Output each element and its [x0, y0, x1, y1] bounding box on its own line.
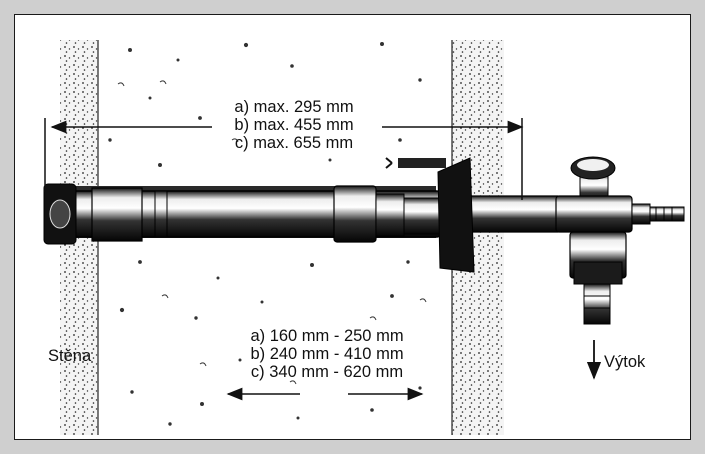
wall-label: Stěna: [48, 347, 92, 365]
dimension-labels-top: a) max. 295 mm b) max. 455 mm c) max. 65…: [204, 98, 384, 152]
dimension-label: c) 340 mm - 620 mm: [250, 363, 404, 381]
dimension-label: a) 160 mm - 250 mm: [250, 327, 404, 345]
faucet-body: [43, 156, 685, 325]
dimension-label: c) max. 655 mm: [234, 134, 354, 152]
dimension-label: b) max. 455 mm: [234, 116, 354, 134]
outlet-label: Výtok: [604, 353, 646, 371]
concrete-texture: [108, 42, 427, 426]
dimension-label: b) 240 mm - 410 mm: [250, 345, 404, 363]
dimension-label: a) max. 295 mm: [234, 98, 354, 116]
dimension-labels-bottom: a) 160 mm - 250 mm b) 240 mm - 410 mm c)…: [222, 327, 432, 381]
